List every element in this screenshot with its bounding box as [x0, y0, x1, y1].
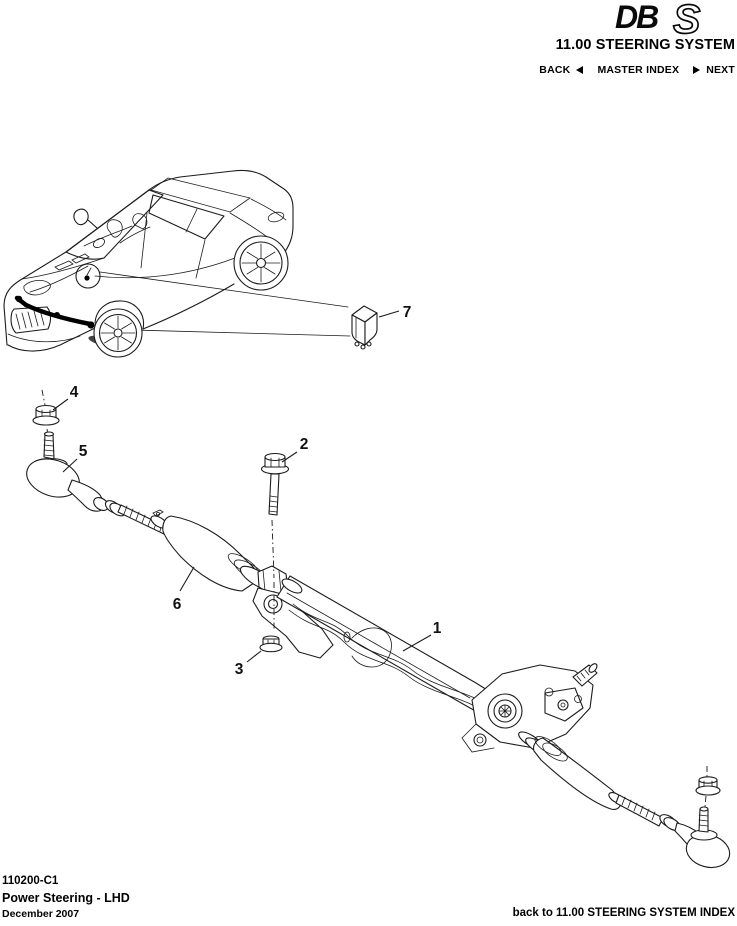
valve-body [461, 663, 598, 753]
exploded-diagram: 1 2 3 4 5 6 7 [3, 169, 731, 869]
document-date: December 2007 [2, 908, 80, 920]
boot-right [518, 731, 624, 810]
nav-back-link[interactable]: BACK [539, 64, 571, 76]
mounting-bolt [260, 452, 290, 630]
back-to-index-link[interactable]: back to 11.00 STEERING SYSTEM INDEX [512, 907, 735, 919]
steering-rack-illustration [26, 310, 731, 869]
document-title: Power Steering - LHD [2, 891, 130, 905]
nav-bar: BACK MASTER INDEX NEXT [539, 64, 735, 76]
relay-location-marker [75, 263, 101, 289]
tie-rod-end-right [615, 766, 731, 869]
callout-1: 1 [433, 620, 442, 637]
rack-housing [252, 565, 508, 730]
rear-wheel [233, 235, 289, 291]
boot-left [150, 509, 275, 592]
callout-4: 4 [70, 384, 79, 401]
logo-db-text: DB [615, 0, 658, 35]
callout-6: 6 [173, 596, 182, 613]
rack-location-mark [14, 295, 95, 329]
nav-master-index-link[interactable]: MASTER INDEX [597, 64, 680, 76]
callout-7: 7 [403, 304, 412, 321]
document-code: 110200-C1 [2, 875, 59, 887]
dbs-logo: DB S [615, 0, 701, 38]
callout-leaders [52, 310, 432, 663]
callout-5: 5 [79, 443, 88, 460]
nav-next-link[interactable]: NEXT [706, 64, 735, 76]
nut-left [32, 389, 60, 436]
callout-labels: 1 2 3 4 5 6 7 [70, 304, 442, 678]
callout-2: 2 [300, 436, 309, 453]
callout-3: 3 [235, 661, 244, 678]
car-illustration [3, 169, 294, 358]
tie-rod-end-left [26, 431, 168, 535]
front-wheel [93, 308, 143, 358]
next-arrow-icon[interactable] [693, 66, 701, 74]
relay-illustration [351, 305, 378, 350]
page-title: 11.00 STEERING SYSTEM [555, 37, 735, 53]
logo-s-text: S [673, 0, 700, 38]
back-arrow-icon[interactable] [576, 66, 584, 74]
mounting-nut [259, 635, 283, 653]
